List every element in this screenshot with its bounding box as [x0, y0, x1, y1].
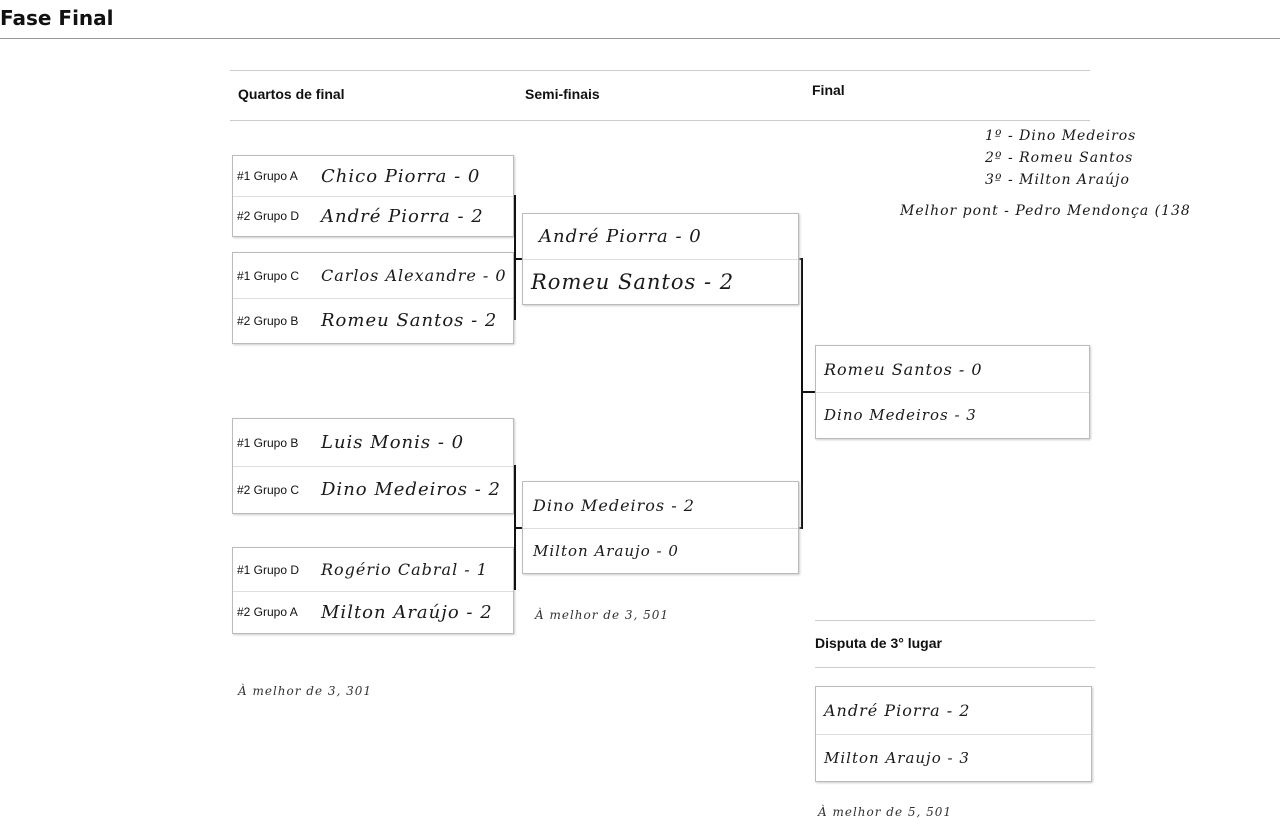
best-score: Melhor pont - Pedro Mendonça (138	[900, 203, 1191, 219]
standing-2: 2º - Romeu Santos	[985, 150, 1134, 166]
bracket-connector	[514, 195, 516, 320]
player-score: André Piorra - 0	[539, 226, 702, 247]
header-top-rule	[230, 70, 1090, 71]
col-quarters: Quartos de final	[238, 86, 345, 102]
bracket-connector	[801, 258, 803, 528]
standing-3: 3º - Milton Araújo	[985, 172, 1130, 188]
player-score: Dino Medeiros - 3	[824, 406, 977, 424]
quarter-match-4: #1 Grupo D Rogério Cabral - 1 #2 Grupo A M…	[232, 547, 514, 634]
bracket-connector	[514, 527, 522, 529]
third-place-match: André Piorra - 2 Milton Araujo - 3	[815, 686, 1092, 782]
quarter-match-3: #1 Grupo B Luis Monis - 0 #2 Grupo C Dino …	[232, 418, 514, 514]
player-score: Carlos Alexandre - 0	[321, 266, 507, 285]
seed-label: #1 Grupo D	[237, 562, 300, 577]
page-title: Fase Final	[0, 6, 114, 30]
semi-match-1: André Piorra - 0 Romeu Santos - 2	[522, 213, 799, 305]
col-final: Final	[812, 82, 845, 98]
header-bottom-rule	[230, 120, 1090, 121]
seed-label: #2 Grupo C	[237, 482, 300, 497]
quarter-match-2: #1 Grupo C Carlos Alexandre - 0 #2 Grupo …	[232, 252, 514, 344]
bracket-connector	[797, 258, 803, 260]
bracket-connector	[797, 527, 803, 529]
player-score: Rogério Cabral - 1	[321, 560, 488, 579]
col-third: Disputa de 3° lugar	[815, 635, 942, 651]
standing-1: 1º - Dino Medeiros	[985, 128, 1137, 144]
bracket-connector	[801, 391, 815, 393]
player-score: Milton Araujo - 0	[533, 541, 679, 560]
third-note: À melhor de 5, 501	[818, 805, 953, 819]
final-match: Romeu Santos - 0 Dino Medeiros - 3	[815, 345, 1090, 439]
player-score: Romeu Santos - 0	[824, 359, 983, 379]
player-score: André Piorra - 2	[824, 701, 971, 720]
semis-note: À melhor de 3, 501	[535, 608, 670, 622]
player-score: Romeu Santos - 2	[321, 310, 498, 331]
player-score: Luis Monis - 0	[321, 432, 465, 453]
player-score: Dino Medeiros - 2	[321, 479, 502, 500]
player-score: Romeu Santos - 2	[531, 269, 735, 294]
player-score: Dino Medeiros - 2	[533, 495, 695, 515]
seed-label: #1 Grupo B	[237, 435, 299, 450]
seed-label: #2 Grupo D	[237, 209, 300, 223]
player-score: André Piorra - 2	[321, 205, 484, 227]
seed-label: #2 Grupo B	[237, 313, 299, 328]
semi-match-2: Dino Medeiros - 2 Milton Araujo - 0	[522, 481, 799, 574]
seed-label: #2 Grupo A	[237, 605, 298, 619]
seed-label: #1 Grupo C	[237, 268, 300, 283]
third-bottom-rule	[815, 667, 1095, 668]
title-divider	[0, 38, 1280, 39]
col-semis: Semi-finais	[525, 86, 600, 102]
player-score: Milton Araújo - 2	[321, 601, 493, 623]
quarter-match-1: #1 Grupo A Chico Piorra - 0 #2 Grupo D And…	[232, 155, 514, 237]
player-score: Milton Araujo - 3	[824, 748, 970, 767]
player-score: Chico Piorra - 0	[321, 165, 481, 187]
quarters-note: À melhor de 3, 301	[238, 684, 373, 698]
bracket-connector	[514, 258, 522, 260]
third-top-rule	[815, 620, 1095, 621]
seed-label: #1 Grupo A	[237, 169, 298, 183]
